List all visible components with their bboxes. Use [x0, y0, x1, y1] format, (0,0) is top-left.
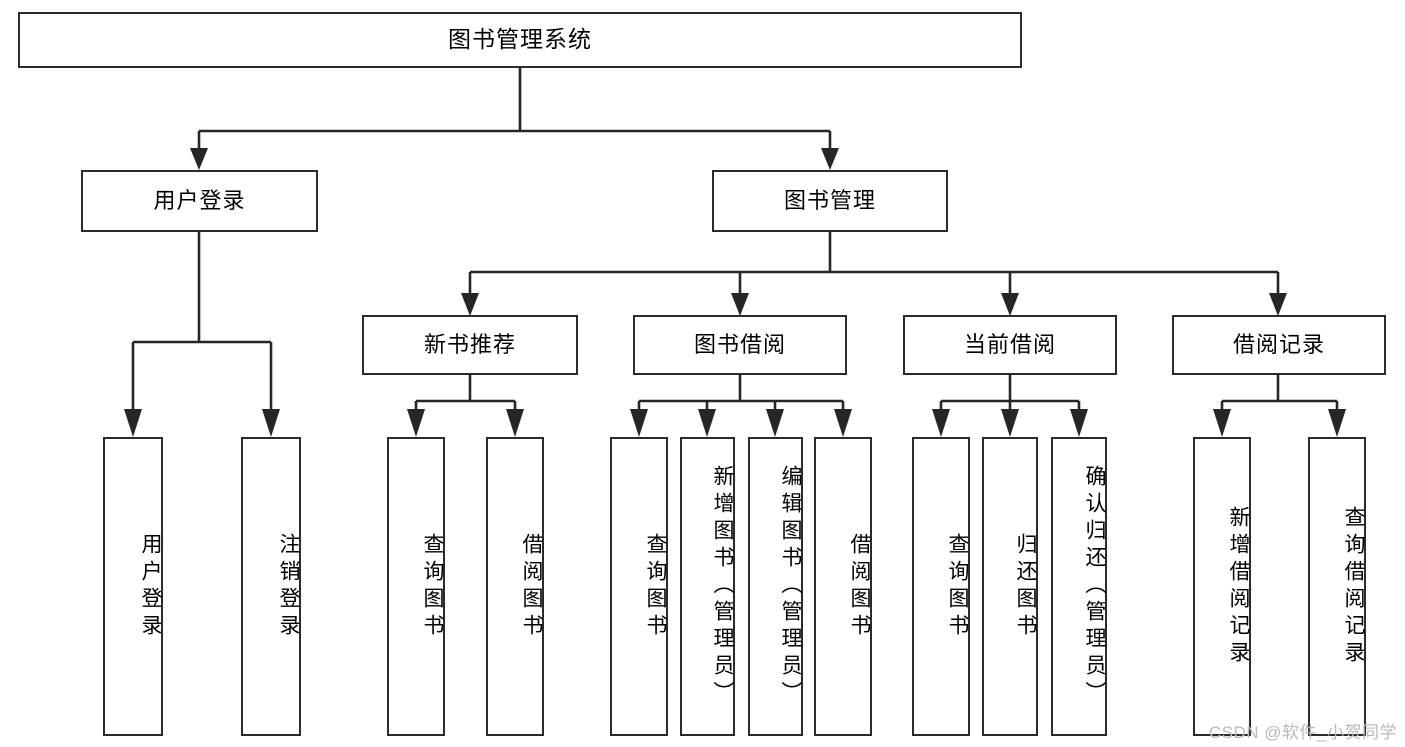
arrowhead-leaf-borrowrecord-1: [1213, 409, 1231, 437]
leaf-currentborrow-return-book[interactable]: 归还图书: [982, 437, 1038, 736]
arrowhead-leaf-bookborrow-1: [630, 409, 648, 437]
arrowhead-leaf-user-2: [262, 409, 280, 437]
leaf-bookborrow-edit-book[interactable]: 编辑图书（管理员）: [748, 437, 803, 736]
node-current-borrow[interactable]: 当前借阅: [903, 315, 1117, 375]
node-user-login[interactable]: 用户登录: [81, 170, 318, 232]
leaf-label: 编辑图书（管理员）: [779, 465, 802, 708]
arrowhead-leaf-newbook-1: [407, 409, 425, 437]
leaf-newbook-borrow-book[interactable]: 借阅图书: [486, 437, 544, 736]
leaf-user-login-logout[interactable]: 注销登录: [241, 437, 301, 736]
arrowhead-leaf-currentborrow-1: [932, 409, 950, 437]
watermark-text: CSDN @软件_小贺同学: [1208, 723, 1397, 742]
node-borrow-record[interactable]: 借阅记录: [1172, 315, 1386, 375]
node-book-management[interactable]: 图书管理: [712, 170, 948, 232]
arrowhead-leaf-newbook-2: [506, 409, 524, 437]
leaf-label: 归还图书: [1014, 532, 1037, 641]
arrowhead-leaf-currentborrow-3: [1070, 409, 1088, 437]
node-new-book-recommend[interactable]: 新书推荐: [362, 315, 578, 375]
arrowhead-new-book: [461, 293, 479, 316]
arrowhead-leaf-borrowrecord-2: [1328, 409, 1346, 437]
leaf-currentborrow-confirm-return[interactable]: 确认归还（管理员）: [1051, 437, 1107, 736]
leaf-label: 查询图书: [644, 532, 667, 641]
leaf-label: 确认归还（管理员）: [1083, 465, 1106, 708]
leaf-label: 查询图书: [421, 532, 444, 641]
leaf-currentborrow-query-book[interactable]: 查询图书: [912, 437, 970, 736]
arrowhead-leaf-currentborrow-2: [1001, 409, 1019, 437]
arrowhead-borrow-record: [1269, 293, 1287, 316]
leaf-bookborrow-add-book[interactable]: 新增图书（管理员）: [680, 437, 735, 736]
node-root-system[interactable]: 图书管理系统: [18, 12, 1022, 68]
leaf-label: 新增图书（管理员）: [711, 465, 734, 708]
arrowhead-book-manage: [821, 148, 839, 170]
arrowhead-book-borrow: [731, 293, 749, 316]
leaf-bookborrow-borrow-book[interactable]: 借阅图书: [814, 437, 872, 736]
leaf-user-login-login[interactable]: 用户登录: [103, 437, 163, 736]
arrowhead-user-login: [190, 148, 208, 170]
arrowhead-leaf-bookborrow-3: [766, 409, 784, 437]
arrowhead-leaf-bookborrow-4: [834, 409, 852, 437]
leaf-label: 注销登录: [277, 532, 300, 641]
arrowhead-leaf-bookborrow-2: [698, 409, 716, 437]
arrowhead-current-borrow: [1001, 293, 1019, 316]
leaf-borrowrecord-query-record[interactable]: 查询借阅记录: [1308, 437, 1366, 736]
leaf-label: 查询图书: [946, 532, 969, 641]
leaf-borrowrecord-add-record[interactable]: 新增借阅记录: [1193, 437, 1251, 736]
leaf-bookborrow-query-book[interactable]: 查询图书: [610, 437, 668, 736]
arrowhead-leaf-user-1: [124, 409, 142, 437]
node-book-borrow[interactable]: 图书借阅: [633, 315, 847, 375]
leaf-label: 用户登录: [139, 532, 162, 641]
leaf-label: 借阅图书: [520, 532, 543, 641]
leaf-newbook-query-book[interactable]: 查询图书: [387, 437, 445, 736]
leaf-label: 查询借阅记录: [1342, 505, 1365, 668]
leaf-label: 借阅图书: [848, 532, 871, 641]
leaf-label: 新增借阅记录: [1227, 505, 1250, 668]
